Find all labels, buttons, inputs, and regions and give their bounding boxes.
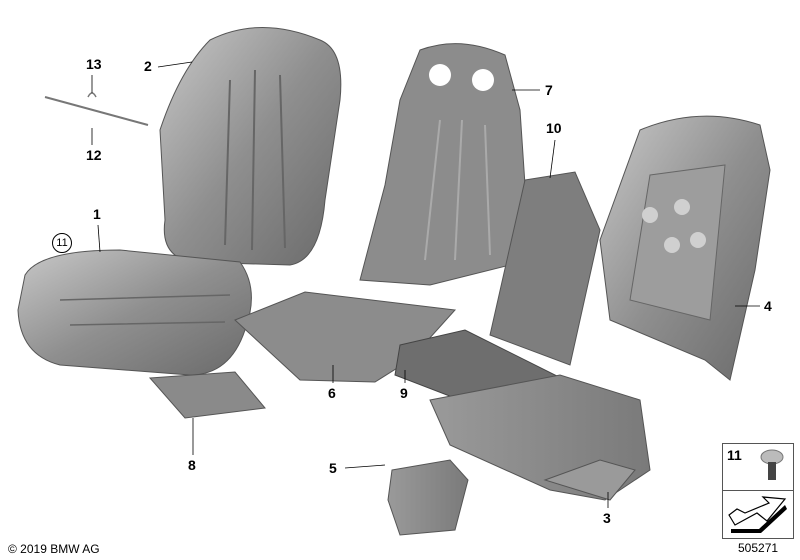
thigh-support-part-5 [387,459,469,536]
seat-shell-part-3 [429,374,651,501]
wire-part-12-13 [44,92,149,126]
insulation-part-10 [489,171,601,366]
label-12: 12 [86,147,102,163]
backrest-pad-part-7 [359,43,531,286]
label-9: 9 [400,385,408,401]
arrow-icon [728,496,787,533]
clip-rivet-icon [760,449,784,480]
label-6: 6 [328,385,336,401]
label-7: 7 [545,82,553,98]
label-4: 4 [764,298,772,314]
leader-lines [91,61,760,508]
backrest-frame-part-4 [599,115,771,381]
label-2: 2 [144,58,152,74]
backrest-cover-part-2 [159,27,342,266]
label-10: 10 [546,120,562,136]
label-11-circled: 11 [52,233,72,253]
extension-pad-part-8 [148,371,266,419]
label-5: 5 [329,460,337,476]
label-13: 13 [86,56,102,72]
seat-cover-part-1 [17,249,252,376]
copyright: © 2019 BMW AG [8,542,100,556]
legend-box: 11 [722,443,794,539]
label-8: 8 [188,457,196,473]
legend-arrow-row [723,491,793,537]
label-1: 1 [93,206,101,222]
label-3: 3 [603,510,611,526]
diagram-id: 505271 [738,541,779,555]
legend-clip-row: 11 [723,444,793,491]
legend-item-number: 11 [727,447,742,463]
